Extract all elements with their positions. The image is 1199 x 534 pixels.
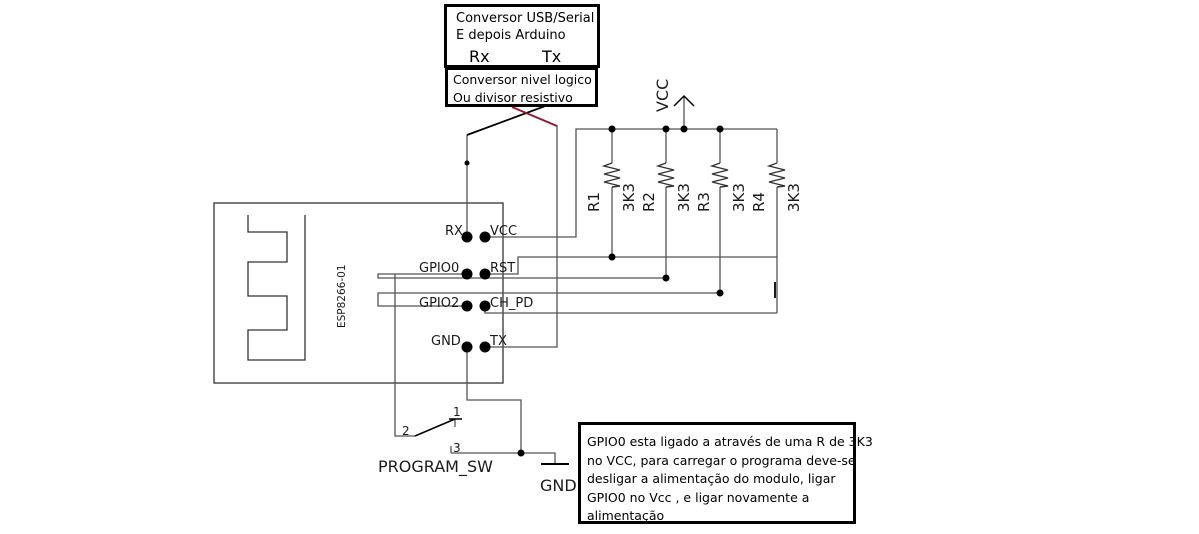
pin-label-gnd: GND bbox=[431, 334, 461, 349]
pin-label-rx: RX bbox=[445, 224, 463, 239]
usb-tx-label: Tx bbox=[542, 47, 562, 66]
pin-pad-tx bbox=[479, 341, 491, 353]
wire-rx-cross bbox=[466, 104, 549, 136]
resistor-r3-ref: R3 bbox=[695, 192, 713, 212]
wire-vcc bbox=[485, 128, 777, 238]
resistor-r4-ref: R4 bbox=[750, 192, 768, 212]
pin-pad-gnd bbox=[461, 341, 473, 353]
pin-pad-gpio0 bbox=[461, 268, 473, 280]
pin-pad-rst bbox=[479, 268, 491, 280]
level-converter-box: Conversor nivel logico Ou divisor resist… bbox=[445, 67, 598, 107]
resistor-r3-value: 3K3 bbox=[730, 183, 748, 212]
pin-pad-vcc bbox=[479, 231, 491, 243]
note-line2: no VCC, para carregar o programa deve-se bbox=[587, 452, 856, 468]
pin-pad-gpio2 bbox=[461, 300, 473, 312]
vcc-arrow-icon bbox=[673, 94, 695, 107]
usb-rx-label: Rx bbox=[469, 47, 490, 66]
wire-switch-pin2 bbox=[394, 274, 415, 437]
switch-lever bbox=[414, 418, 456, 437]
switch-pin2-label: 2 bbox=[402, 424, 410, 438]
note-line3: desligar a alimentação do modulo, ligar bbox=[587, 471, 836, 486]
supply-label: VCC bbox=[653, 79, 672, 112]
switch-name: PROGRAM_SW bbox=[378, 457, 493, 477]
wire-gpio2 bbox=[377, 292, 720, 307]
wire-gnd bbox=[466, 347, 556, 464]
module-name: ESP8266-01 bbox=[336, 264, 348, 328]
resistor-r1-value: 3K3 bbox=[620, 183, 638, 212]
pin-label-tx: TX bbox=[489, 334, 507, 349]
note-line1: GPIO0 esta ligado a através de uma R de … bbox=[587, 434, 873, 449]
note-line4: GPIO0 no Vcc , e ligar novamente a bbox=[587, 489, 810, 505]
wire-rst bbox=[485, 256, 777, 275]
note-box: GPIO0 esta ligado a através de uma R de … bbox=[578, 422, 873, 524]
resistor-r4-icon bbox=[766, 162, 786, 188]
pcb-antenna-trace bbox=[247, 215, 306, 361]
resistor-r2-ref: R2 bbox=[640, 192, 658, 212]
pin-pad-rx bbox=[461, 231, 473, 243]
resistor-r2-value: 3K3 bbox=[675, 183, 693, 212]
wire-tx-cross bbox=[511, 106, 558, 127]
pin-label-gpio0: GPIO0 bbox=[419, 261, 459, 276]
resistor-r3-icon bbox=[709, 162, 729, 188]
pin-label-gpio2: GPIO2 bbox=[419, 296, 459, 311]
resistor-r2-icon bbox=[655, 162, 675, 188]
converter-box-line2: Ou divisor resistivo bbox=[453, 90, 573, 105]
usb-box-line2: E depois Arduino bbox=[456, 28, 566, 43]
usb-box-line1: Conversor USB/Serial bbox=[456, 11, 595, 26]
pin-label-rst: RST bbox=[490, 261, 515, 276]
pin-label-vcc: VCC bbox=[490, 224, 517, 239]
switch-pin1-label: 1 bbox=[453, 405, 461, 419]
resistor-r4-value: 3K3 bbox=[785, 183, 803, 212]
wire-tx-up bbox=[485, 125, 558, 348]
ground-label: GND bbox=[540, 476, 577, 495]
resistor-r1-icon bbox=[601, 162, 621, 188]
switch-pin3-label: 3 bbox=[453, 441, 461, 455]
pin-pad-ch-pd bbox=[479, 300, 491, 312]
usb-serial-box: Conversor USB/Serial E depois Arduino Rx… bbox=[444, 4, 600, 68]
resistor-r1-ref: R1 bbox=[585, 192, 603, 212]
converter-box-line1: Conversor nivel logico bbox=[453, 72, 592, 87]
pin-label-ch-pd: CH_PD bbox=[490, 296, 533, 311]
note-line5: alimentação bbox=[587, 508, 665, 523]
